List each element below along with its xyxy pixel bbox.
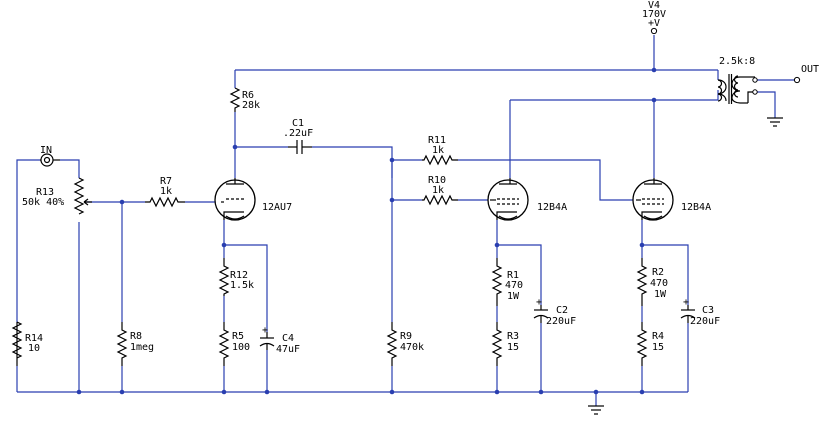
- capacitor-c2: + C2 220uF: [533, 297, 576, 327]
- r11-name: R11: [428, 135, 446, 146]
- transformer-label: 2.5k:8: [719, 56, 755, 67]
- junction-dots: [76, 67, 657, 395]
- r5-value: 100: [232, 342, 250, 353]
- resistor-r2: R2 470 1W: [636, 258, 668, 306]
- resistor-r10: R10 1k: [422, 175, 458, 206]
- output-terminal: OUT: [752, 64, 819, 95]
- tube-12b4a-right: 12B4A: [632, 178, 711, 221]
- r14-name: R14: [25, 333, 43, 344]
- output-label: OUT: [801, 64, 819, 75]
- r2-rating: 1W: [654, 289, 667, 300]
- c2-value: 220uF: [546, 316, 576, 327]
- ground-symbol-main: [588, 405, 604, 415]
- tube-12au7: 12AU7: [214, 178, 292, 221]
- r4-value: 15: [652, 342, 664, 353]
- output-node: [793, 76, 801, 84]
- r13-value: 50k 40%: [22, 197, 64, 208]
- r13-name: R13: [36, 187, 54, 198]
- c1-value: .22uF: [283, 128, 313, 139]
- c4-value: 47uF: [276, 344, 300, 355]
- c3-plus: +: [683, 297, 689, 308]
- resistor-r11: R11 1k: [422, 135, 458, 166]
- r12-name: R12: [230, 270, 248, 281]
- r7-value: 1k: [160, 186, 172, 197]
- c4-plus: +: [262, 325, 268, 336]
- capacitor-c4: + C4 47uF: [259, 325, 300, 355]
- resistor-r14: R14 10: [11, 321, 43, 366]
- r12-value: 1.5k: [230, 280, 254, 291]
- supply-value: 170V: [642, 9, 666, 20]
- wiring: [16, 35, 795, 406]
- c1-name: C1: [292, 118, 304, 129]
- r2-name: R2: [652, 267, 664, 278]
- r1-rating: 1W: [507, 291, 520, 302]
- input-label: IN: [40, 145, 52, 156]
- capacitor-c1: C1 .22uF: [283, 118, 313, 154]
- r3-name: R3: [507, 331, 519, 342]
- resistor-r5: R5 100: [218, 322, 250, 366]
- output-transformer: 2.5k:8: [717, 56, 755, 104]
- r14-value: 10: [28, 343, 40, 354]
- r5-name: R5: [232, 331, 244, 342]
- c2-plus: +: [536, 297, 542, 308]
- tube-12b4a-left: 12B4A: [487, 178, 567, 221]
- resistor-r9: R9 470k: [386, 322, 424, 366]
- r10-value: 1k: [432, 185, 444, 196]
- r10-name: R10: [428, 175, 446, 186]
- r4-name: R4: [652, 331, 664, 342]
- tube2-label: 12B4A: [537, 202, 567, 213]
- supply-name: V4: [648, 0, 660, 11]
- r7-name: R7: [160, 176, 172, 187]
- r3-value: 15: [507, 342, 519, 353]
- r11-value: 1k: [432, 145, 444, 156]
- r9-name: R9: [400, 331, 412, 342]
- resistor-r12: R12 1.5k: [218, 258, 254, 296]
- resistor-r3: R3 15: [491, 322, 519, 366]
- c2-name: C2: [556, 305, 568, 316]
- c4-name: C4: [282, 333, 294, 344]
- c3-value: 220uF: [690, 316, 720, 327]
- resistor-r7: R7 1k: [145, 176, 185, 208]
- resistor-r6: R6 28k: [229, 87, 260, 112]
- resistor-r8: R8 1meg: [116, 322, 154, 366]
- tube3-label: 12B4A: [681, 202, 711, 213]
- ground-symbol-output: [767, 117, 783, 127]
- r1-name: R1: [507, 270, 519, 281]
- r6-name: R6: [242, 90, 254, 101]
- supply-terminal: [650, 27, 658, 35]
- r6-value: 28k: [242, 100, 260, 111]
- capacitor-c3: + C3 220uF: [680, 297, 720, 327]
- r2-value: 470: [650, 278, 668, 289]
- tube1-label: 12AU7: [262, 202, 292, 213]
- r1-value: 470: [505, 280, 523, 291]
- supply-node: +V: [648, 18, 660, 29]
- input-jack: IN: [40, 145, 60, 167]
- r8-name: R8: [130, 331, 142, 342]
- resistor-r4: R4 15: [636, 322, 664, 366]
- resistor-r1: R1 470 1W: [491, 258, 523, 306]
- r8-value: 1meg: [130, 342, 154, 353]
- supply-v4: V4 170V +V: [642, 0, 666, 35]
- c3-name: C3: [702, 305, 714, 316]
- resistor-r13: R13 50k 40%: [22, 177, 92, 215]
- r9-value: 470k: [400, 342, 424, 353]
